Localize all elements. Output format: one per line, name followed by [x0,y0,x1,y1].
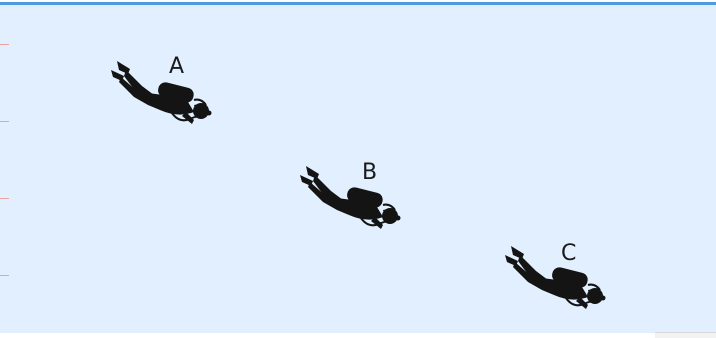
diver-a [108,58,212,130]
depth-tick [0,121,9,122]
diver-a-label: A [169,56,184,78]
scuba-diver-icon [297,163,401,235]
diver-c [502,243,606,315]
diver-b-label: B [362,162,377,184]
depth-tick [0,198,9,199]
bottom-edge-mark [655,332,716,338]
scuba-diver-icon [502,243,606,315]
depth-tick [0,275,9,276]
depth-tick [0,44,9,45]
diver-c-label: C [561,243,576,265]
water-surface-line [0,2,716,5]
scuba-diver-icon [108,58,212,130]
diver-b [297,163,401,235]
